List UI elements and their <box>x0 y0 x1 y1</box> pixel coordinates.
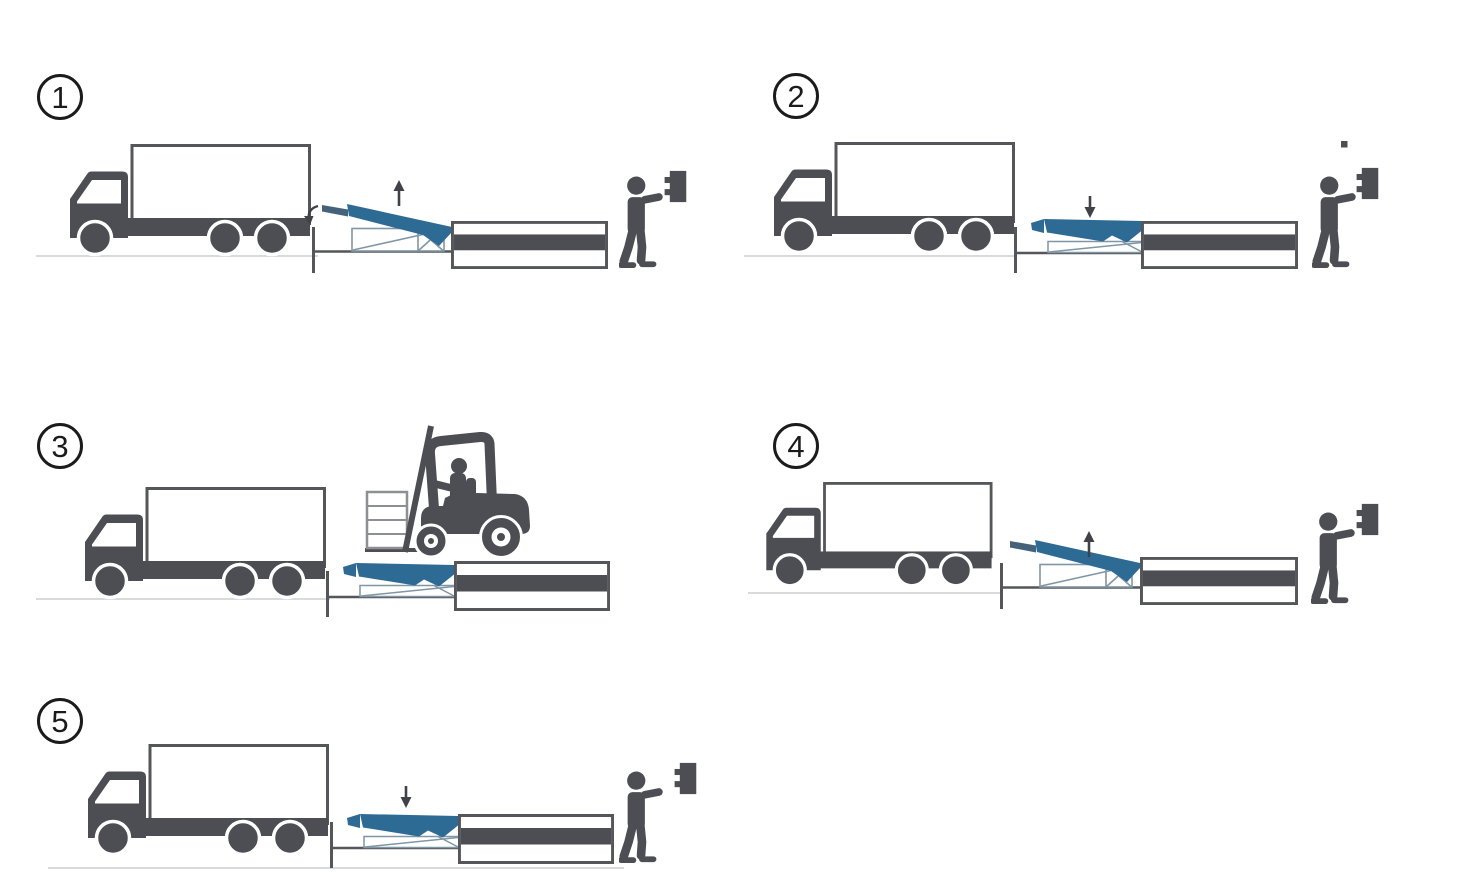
dock-platform-icon <box>458 814 614 864</box>
step-4-badge: 4 <box>773 423 819 469</box>
dock-leveler-icon <box>1014 217 1156 275</box>
worker-icon <box>1313 513 1355 602</box>
step-5-badge: 5 <box>37 698 83 744</box>
dock-platform-icon <box>454 561 610 611</box>
step-2-scene <box>744 141 1379 275</box>
control-panel-icon <box>674 762 697 795</box>
arrow-up-icon <box>393 180 405 206</box>
dock-platform-icon <box>1141 221 1298 269</box>
truck-icon <box>764 482 994 588</box>
step-3-badge: 3 <box>37 423 83 469</box>
worker-icon <box>621 177 663 266</box>
control-panel-icon <box>664 170 687 203</box>
dock-platform-icon <box>451 221 608 269</box>
step-number: 1 <box>51 79 69 115</box>
truck-icon <box>68 144 312 257</box>
step-number: 4 <box>787 428 805 464</box>
arrow-down-icon <box>1084 196 1096 218</box>
worker-icon <box>621 772 663 861</box>
step-5-scene <box>48 744 697 870</box>
forklift-icon <box>365 426 530 558</box>
control-panel-icon <box>1356 167 1379 200</box>
dock-leveler-icon <box>312 202 454 274</box>
step-3-scene <box>36 426 610 619</box>
step-1-scene <box>36 144 687 274</box>
truck-icon <box>83 487 327 600</box>
dock-leveler-icon <box>1000 538 1142 610</box>
control-panel-icon <box>1356 503 1379 536</box>
small-dot <box>1341 141 1348 148</box>
step-4-scene <box>748 482 1379 610</box>
arrow-up-icon <box>1083 531 1095 557</box>
truck-icon <box>772 142 1016 255</box>
arrow-down-icon <box>400 786 412 808</box>
step-number: 3 <box>51 428 69 464</box>
step-number: 2 <box>787 78 805 114</box>
step-2-badge: 2 <box>773 73 819 119</box>
truck-icon <box>86 744 330 857</box>
dock-leveler-icon <box>326 561 468 619</box>
worker-icon <box>1314 177 1356 266</box>
dock-leveler-icon <box>330 812 472 870</box>
step-number: 5 <box>51 703 69 739</box>
lip-rotation-arrow-icon <box>304 204 319 225</box>
dock-platform-icon <box>1140 557 1298 605</box>
step-1-badge: 1 <box>37 74 83 120</box>
